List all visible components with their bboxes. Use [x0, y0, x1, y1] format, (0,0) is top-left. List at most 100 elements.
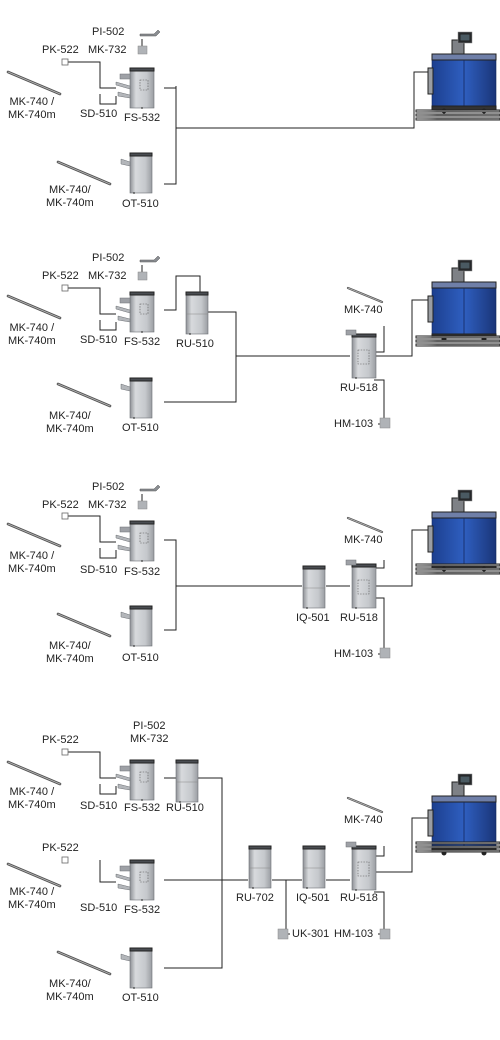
label-ru702: RU-702: [236, 892, 274, 904]
label-fs532: FS-532: [124, 566, 161, 578]
mk732-icon: [137, 271, 148, 281]
label-pk522: PK-522: [42, 734, 79, 746]
label-sd510: SD-510: [80, 564, 118, 576]
label-ru510: RU-510: [176, 338, 214, 350]
label-mk740-mk740m: MK-740/ MK-740m: [46, 640, 94, 665]
pk522-icon: [61, 512, 69, 520]
label-ru518: RU-518: [340, 382, 378, 394]
ru518-icon: [345, 841, 377, 892]
label-ot510: OT-510: [122, 992, 159, 1004]
label-sd510: SD-510: [80, 334, 118, 346]
label-pi502-mk732: PI-502 MK-732: [130, 720, 169, 745]
pk522-icon: [61, 284, 69, 292]
floor-stripes-icon: [415, 335, 500, 347]
mk740-wand-icon: [56, 382, 112, 408]
press-icon: [427, 31, 497, 114]
pi502-icon: [139, 255, 161, 263]
label-mk740-mk740m: MK-740 / MK-740m: [8, 322, 56, 347]
ru510-icon: [175, 759, 199, 804]
floor-stripes-icon: [415, 109, 500, 121]
label-ot510: OT-510: [122, 652, 159, 664]
label-pk522: PK-522: [42, 499, 79, 511]
label-sd510: SD-510: [80, 108, 118, 120]
label-mk740-mk740m: MK-740 / MK-740m: [8, 550, 56, 575]
mk740-wand-icon: [346, 286, 384, 304]
label-mk740-mk740m: MK-740 / MK-740m: [8, 786, 56, 811]
pi502-icon: [139, 29, 161, 37]
label-fs532: FS-532: [124, 904, 161, 916]
fs532-icon: [115, 291, 155, 334]
label-pi502: PI-502: [92, 252, 125, 264]
ru518-icon: [345, 329, 377, 380]
pi502-icon: [139, 484, 161, 492]
label-ru518: RU-518: [340, 892, 378, 904]
label-ot510: OT-510: [122, 422, 159, 434]
iq501-icon: [302, 845, 326, 890]
label-fs532: FS-532: [124, 802, 161, 814]
label-pi502: PI-502: [92, 481, 125, 493]
label-mk740: MK-740: [344, 534, 383, 546]
config-2-lines: [68, 265, 428, 425]
label-mk740-mk740m: MK-740/ MK-740m: [46, 978, 94, 1003]
ot510-icon: [120, 947, 153, 990]
config-4-lines: [68, 751, 428, 969]
pk522-icon: [61, 748, 69, 756]
label-mk732: MK-732: [88, 499, 127, 511]
label-hm103: HM-103: [334, 418, 374, 430]
mk740-wand-icon: [56, 950, 112, 976]
ru518-icon: [345, 559, 377, 610]
label-ru518: RU-518: [340, 612, 378, 624]
mk740-wand-icon: [56, 160, 112, 186]
label-sd510: SD-510: [80, 902, 118, 914]
label-pi502: PI-502: [92, 26, 125, 38]
config-1-lines: [68, 39, 428, 185]
mk740-wand-icon: [346, 796, 384, 814]
label-sd510: SD-510: [80, 800, 118, 812]
pk522-icon: [61, 856, 69, 864]
pk522-icon: [61, 58, 69, 66]
label-uk301: UK-301: [292, 928, 330, 940]
mk740-wand-icon: [6, 522, 62, 548]
label-iq501: IQ-501: [296, 892, 330, 904]
label-mk732: MK-732: [88, 270, 127, 282]
label-mk740: MK-740: [344, 304, 383, 316]
mk740-wand-icon: [6, 760, 62, 786]
ru510-icon: [185, 291, 209, 336]
mk740-wand-icon: [346, 516, 384, 534]
mk740-wand-icon: [6, 862, 62, 888]
label-hm103: HM-103: [334, 928, 374, 940]
fs532-icon: [115, 859, 155, 902]
ru702-icon: [248, 845, 272, 890]
label-pk522: PK-522: [42, 44, 79, 56]
fs532-icon: [115, 67, 155, 110]
label-mk740-mk740m: MK-740/ MK-740m: [46, 410, 94, 435]
iq501-icon: [302, 565, 326, 610]
label-mk732: MK-732: [88, 44, 127, 56]
label-mk740-mk740m: MK-740 / MK-740m: [8, 886, 56, 911]
fs532-icon: [115, 759, 155, 802]
hm103-icon: [379, 417, 391, 429]
label-mk740-mk740m: MK-740/ MK-740m: [46, 184, 94, 209]
config-3-lines: [68, 494, 428, 655]
label-mk740-mk740m: MK-740 / MK-740m: [8, 96, 56, 121]
mk732-icon: [137, 500, 148, 510]
mk740-wand-icon: [56, 612, 112, 638]
hm103-icon: [379, 928, 391, 940]
label-iq501: IQ-501: [296, 612, 330, 624]
mk732-icon: [137, 45, 148, 55]
press-icon: [427, 259, 497, 342]
mk740-wand-icon: [6, 70, 62, 96]
label-fs532: FS-532: [124, 336, 161, 348]
ot510-icon: [120, 377, 153, 420]
mk740-wand-icon: [6, 294, 62, 320]
ot510-icon: [120, 152, 153, 195]
floor-stripes-icon: [415, 841, 500, 853]
label-mk740: MK-740: [344, 814, 383, 826]
label-pk522: PK-522: [42, 270, 79, 282]
fs532-icon: [115, 520, 155, 563]
label-ot510: OT-510: [122, 198, 159, 210]
ot510-icon: [120, 605, 153, 648]
label-hm103: HM-103: [334, 648, 374, 660]
label-pk522: PK-522: [42, 842, 79, 854]
